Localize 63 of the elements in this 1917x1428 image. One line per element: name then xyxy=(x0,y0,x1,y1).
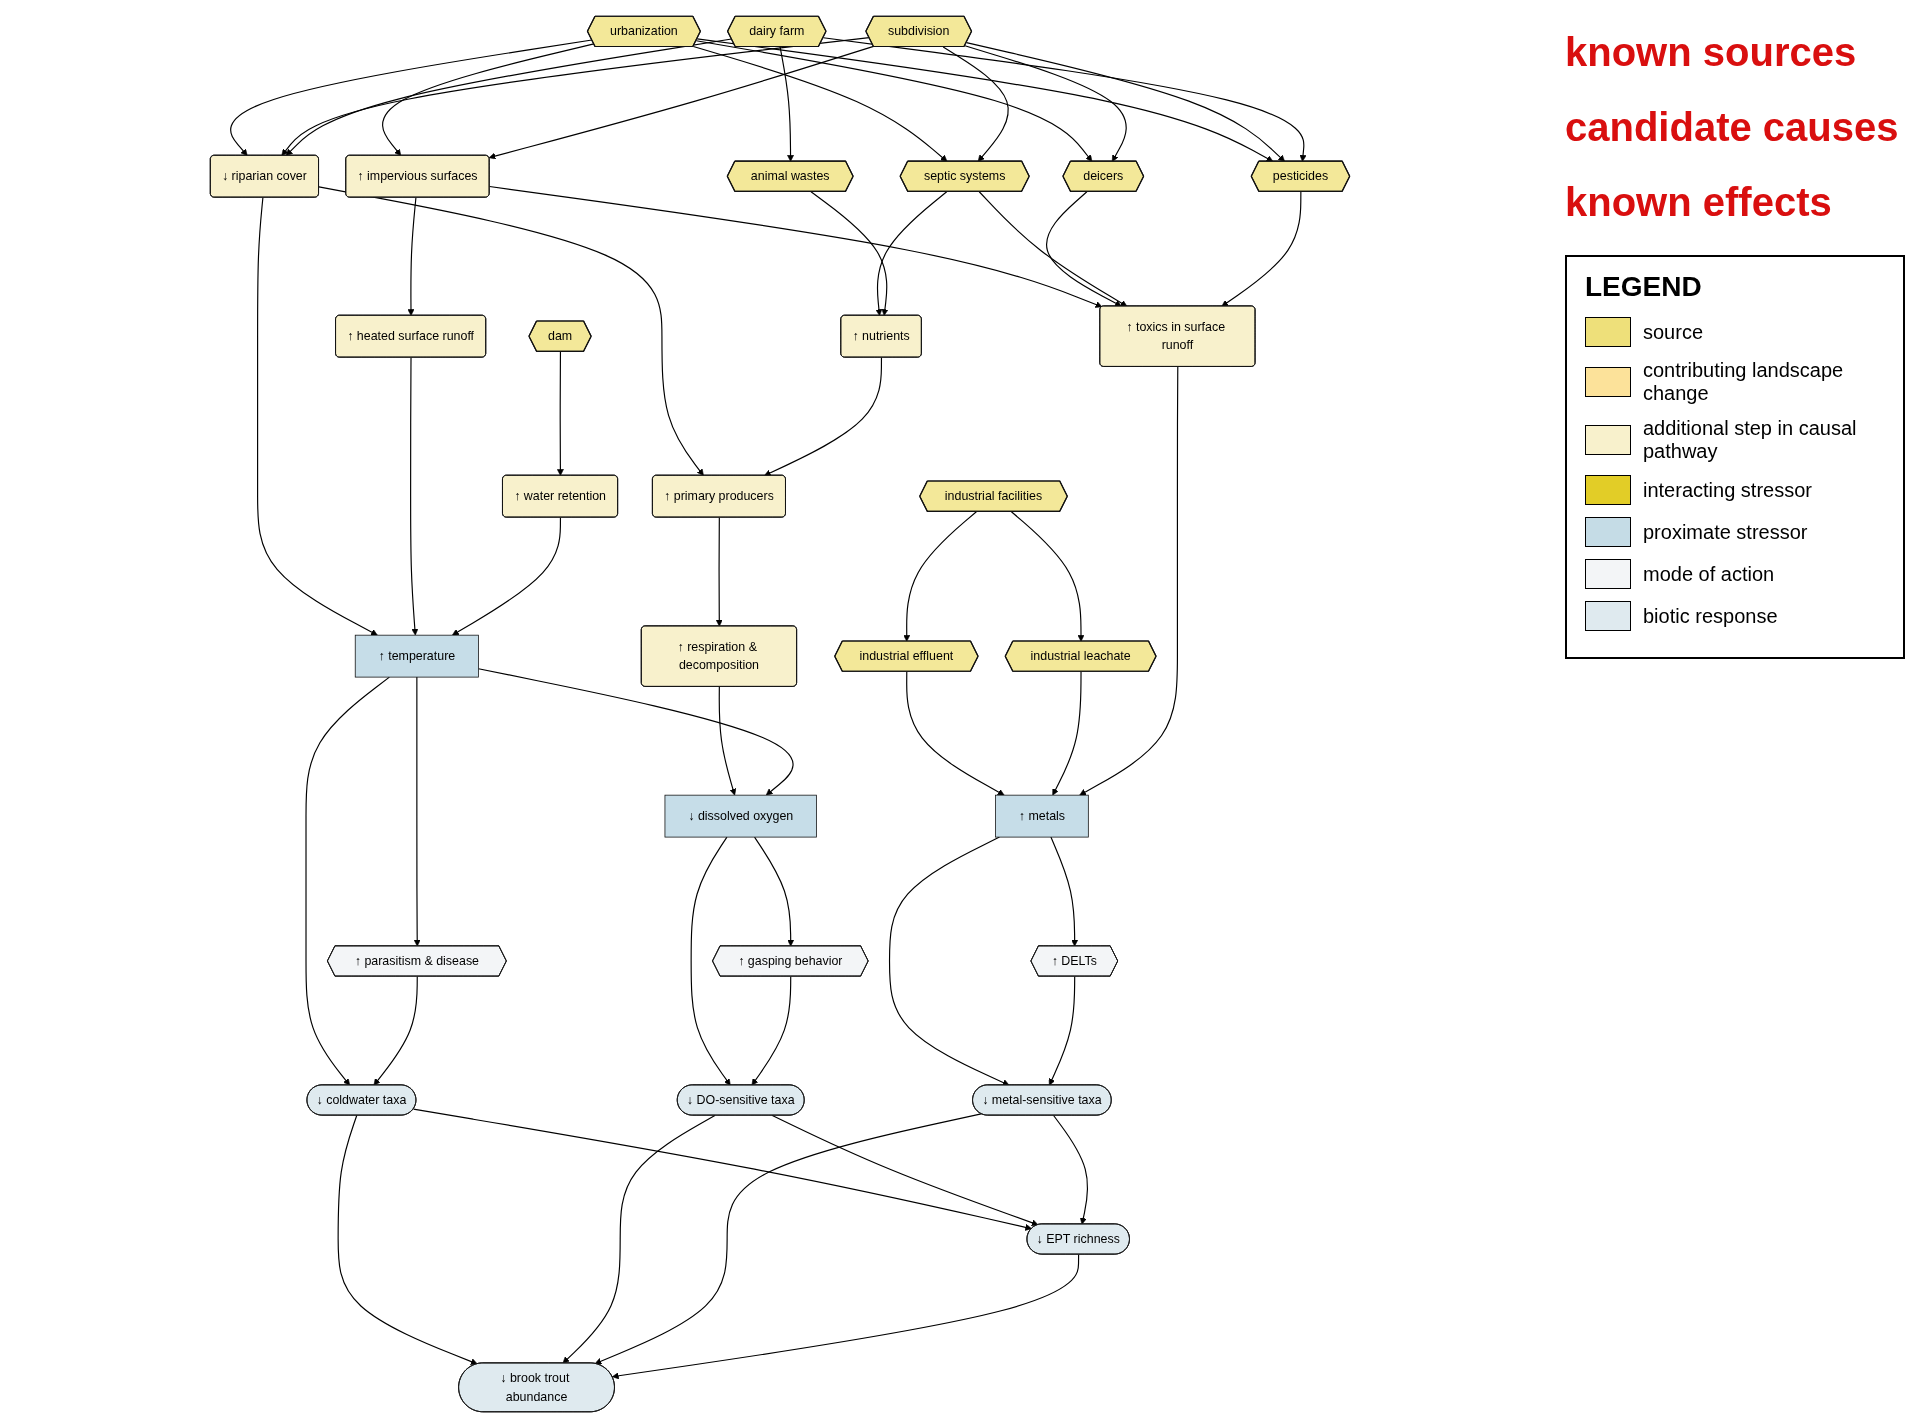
arrow xyxy=(452,516,562,636)
arrow xyxy=(1046,191,1122,307)
arrow xyxy=(489,185,1103,308)
arrow xyxy=(407,196,417,316)
legend-text: source xyxy=(1643,320,1704,344)
arrow xyxy=(964,45,1127,162)
arrow xyxy=(903,511,977,642)
arrow xyxy=(718,686,737,796)
node-box: ↑ temperature xyxy=(354,634,479,678)
arrow xyxy=(281,37,870,156)
legend-text: contributing landscape change xyxy=(1643,359,1845,405)
region-label: known effects xyxy=(1565,180,1833,225)
arrow xyxy=(978,191,1128,307)
arrow xyxy=(477,668,794,796)
arrow xyxy=(822,37,1307,162)
arrow xyxy=(1050,836,1079,947)
arrow xyxy=(875,191,948,316)
arrow xyxy=(1048,975,1076,1086)
region-label: candidate causes xyxy=(1565,105,1900,150)
legend-text: interacting stressor xyxy=(1643,478,1812,502)
arrow xyxy=(1221,191,1302,307)
legend-text: proximate stressor xyxy=(1643,520,1808,544)
arrow xyxy=(557,351,564,476)
legend-text: additional step in causal pathway xyxy=(1643,417,1858,463)
node-box: ↑ metals xyxy=(995,794,1089,838)
arrow xyxy=(764,356,883,477)
arrow xyxy=(562,1114,716,1364)
arrow xyxy=(753,836,795,947)
arrow xyxy=(810,191,889,316)
legend-text: biotic response xyxy=(1643,604,1778,628)
legend-text: mode of action xyxy=(1643,562,1775,586)
arrow xyxy=(690,836,731,1086)
arrow xyxy=(888,836,1010,1086)
arrow xyxy=(410,356,419,636)
arrow xyxy=(1052,671,1082,796)
arrow xyxy=(412,1108,1032,1231)
arrow xyxy=(779,46,794,162)
arrow xyxy=(230,39,593,156)
arrow xyxy=(305,676,390,1086)
arrow xyxy=(373,975,418,1086)
arrow xyxy=(257,196,378,636)
arrow xyxy=(413,676,421,947)
node-box: ↓ dissolved oxygen xyxy=(664,794,817,838)
arrow xyxy=(594,1113,982,1365)
arrow xyxy=(692,45,948,162)
region-label: known sources xyxy=(1565,30,1858,75)
arrow xyxy=(337,1114,478,1365)
arrow xyxy=(965,42,1285,162)
arrow xyxy=(695,40,1093,162)
arrow xyxy=(1079,366,1179,796)
arrow xyxy=(942,46,1009,162)
arrow xyxy=(715,516,723,627)
arrow xyxy=(382,43,595,156)
arrow xyxy=(751,975,792,1086)
arrow xyxy=(611,1253,1080,1380)
arrow xyxy=(1053,1114,1089,1225)
arrow xyxy=(696,38,1274,162)
arrow xyxy=(1010,511,1085,642)
arrow xyxy=(318,186,704,476)
arrow xyxy=(771,1114,1039,1226)
legend-title: LEGEND xyxy=(1585,271,1703,303)
arrow xyxy=(488,45,875,160)
arrow xyxy=(906,671,1005,796)
